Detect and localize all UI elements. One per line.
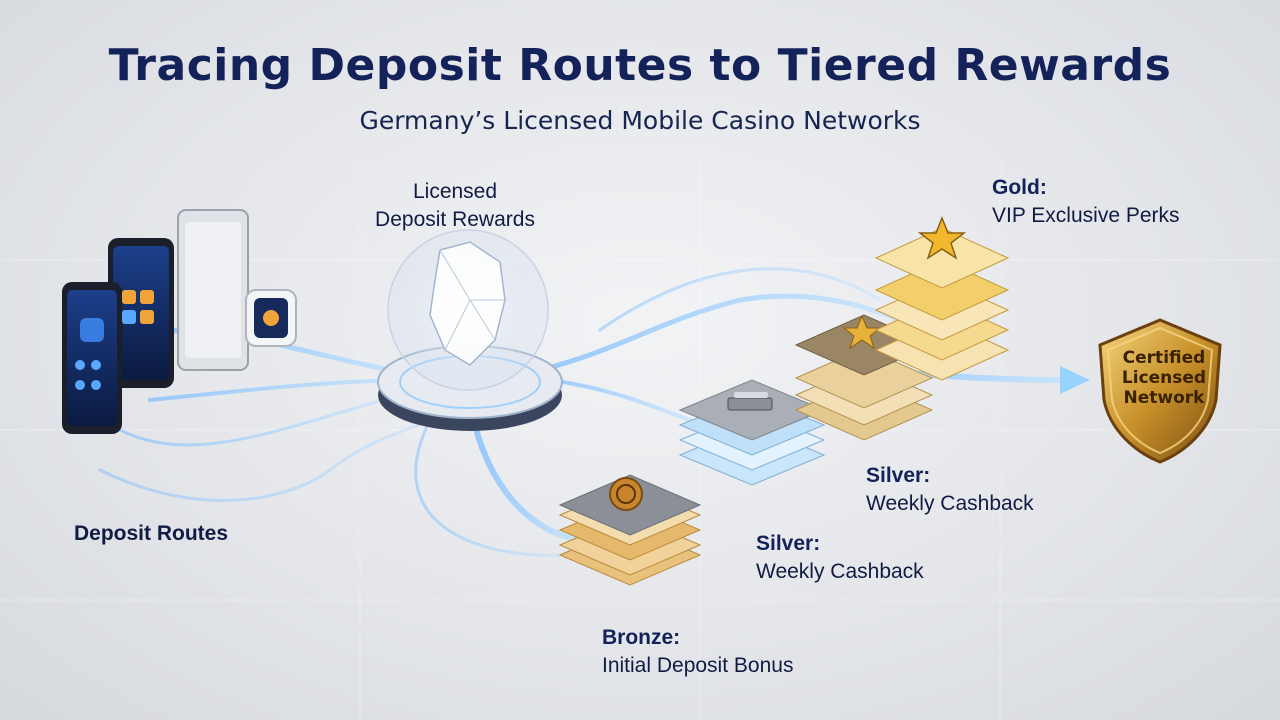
bronze-label: Bronze: Initial Deposit Bonus bbox=[602, 624, 793, 680]
hub-label-line1: Licensed bbox=[412, 180, 498, 203]
star-icon bbox=[917, 215, 967, 260]
silver-title-1: Silver: bbox=[756, 532, 821, 555]
shield-line3: Network bbox=[1123, 388, 1205, 408]
page-subtitle: Germany’s Licensed Mobile Casino Network… bbox=[359, 106, 921, 135]
smartwatch-icon bbox=[245, 289, 297, 347]
germany-map-globe bbox=[387, 229, 549, 391]
silver-title-2: Silver: bbox=[866, 464, 931, 487]
silver-label-1: Silver: Weekly Cashback bbox=[756, 530, 924, 586]
certified-shield-icon bbox=[1098, 318, 1222, 464]
silver-label-2: Silver: Weekly Cashback bbox=[866, 462, 1034, 518]
smartphone-icon bbox=[108, 238, 174, 388]
bronze-tier-stack bbox=[558, 474, 702, 586]
silver-tier-stack bbox=[678, 379, 826, 486]
smartphone-icon-front bbox=[62, 282, 122, 434]
shield-line1: Certified bbox=[1122, 348, 1206, 368]
card-icon bbox=[727, 392, 773, 411]
page-title: Tracing Deposit Routes to Tiered Rewards bbox=[108, 40, 1172, 91]
silver-tier-stack-2 bbox=[794, 314, 934, 441]
bronze-desc: Initial Deposit Bonus bbox=[602, 654, 794, 677]
shield-line2: Licensed bbox=[1121, 368, 1207, 388]
shield-label: Certified Licensed Network bbox=[1104, 348, 1224, 408]
gold-title: Gold: bbox=[992, 176, 1047, 199]
silver-desc-1: Weekly Cashback bbox=[756, 560, 924, 583]
coin-icon bbox=[609, 477, 643, 511]
silver-desc-2: Weekly Cashback bbox=[866, 492, 1034, 515]
star-icon-silver bbox=[842, 314, 882, 350]
hub-label: Licensed Deposit Rewards bbox=[360, 178, 550, 234]
gold-tier-stack bbox=[874, 227, 1010, 381]
tablet-icon bbox=[177, 209, 249, 371]
gold-label: Gold: VIP Exclusive Perks bbox=[992, 174, 1180, 230]
gold-desc: VIP Exclusive Perks bbox=[992, 204, 1180, 227]
flow-arrowhead bbox=[1060, 366, 1090, 394]
deposit-routes-label: Deposit Routes bbox=[74, 522, 229, 545]
bronze-title: Bronze: bbox=[602, 626, 681, 649]
hub-label-line2: Deposit Rewards bbox=[375, 208, 535, 231]
